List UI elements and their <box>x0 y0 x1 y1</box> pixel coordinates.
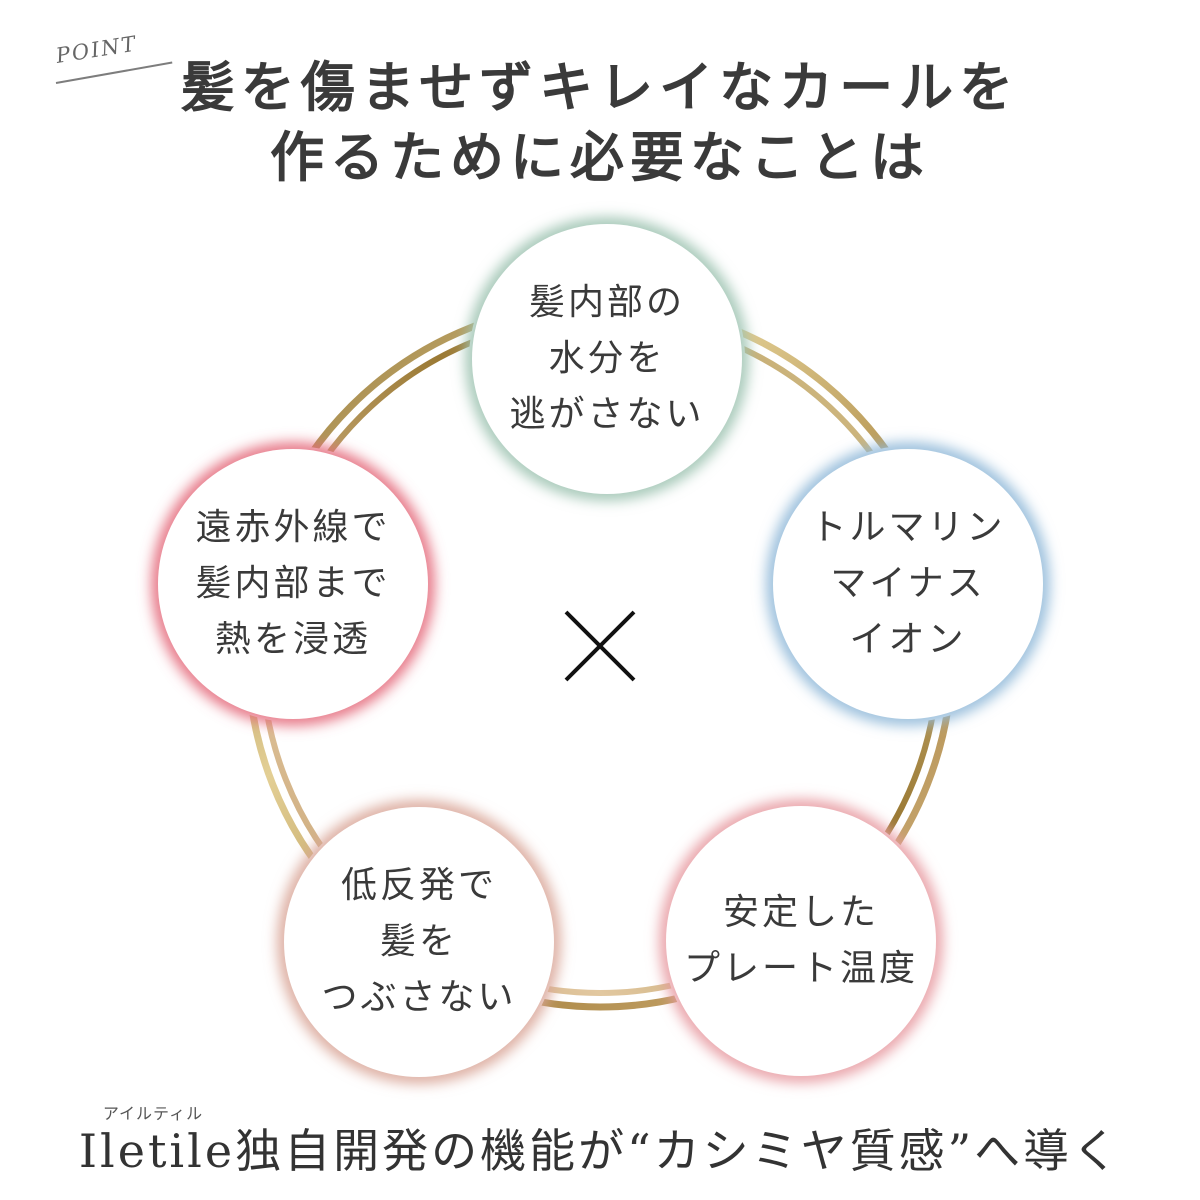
feature-circle-low-rebound: 低反発で 髪を つぶさない <box>284 807 554 1077</box>
multiply-icon <box>564 610 636 682</box>
feature-line: つぶさない <box>321 977 517 1018</box>
brand-text: Iletile <box>78 1124 236 1178</box>
feature-line: 低反発で <box>340 865 497 906</box>
footer-text: 独自開発の機能が“カシミヤ質感”へ導く <box>235 1124 1122 1178</box>
feature-text: 低反発で 髪を つぶさない <box>321 858 516 1026</box>
feature-line: プレート温度 <box>683 948 918 989</box>
headline: 髪を傷ませずキレイなカールを 作るために必要なことは <box>0 52 1200 192</box>
feature-line: 逃がさない <box>509 394 705 435</box>
headline-line-2: 作るために必要なことは <box>270 125 930 189</box>
feature-line: 遠赤外線で <box>195 507 391 548</box>
feature-line: 髪内部の <box>528 282 685 323</box>
feature-circle-moisture: 髪内部の 水分を 逃がさない <box>472 224 742 494</box>
feature-line: 安定した <box>722 892 879 933</box>
feature-line: トルマリン <box>810 507 1006 548</box>
headline-line-1: 髪を傷ませずキレイなカールを <box>180 55 1020 119</box>
feature-text: 安定した プレート温度 <box>684 885 918 997</box>
feature-circle-tourmaline: トルマリン マイナス イオン <box>773 449 1043 719</box>
feature-text: トルマリン マイナス イオン <box>810 500 1005 668</box>
feature-line: 熱を浸透 <box>214 619 371 660</box>
feature-line: 髪内部まで <box>195 563 391 604</box>
feature-line: マイナス <box>830 563 986 604</box>
feature-line: 水分を <box>548 338 666 379</box>
feature-circle-far-infrared: 遠赤外線で 髪内部まで 熱を浸透 <box>158 449 428 719</box>
brand-name: アイルティル Iletile <box>78 1104 236 1178</box>
feature-line: 髪を <box>379 921 458 962</box>
feature-line: イオン <box>849 619 967 660</box>
feature-text: 髪内部の 水分を 逃がさない <box>509 275 704 443</box>
footer-tagline: アイルティル Iletile 独自開発の機能が“カシミヤ質感”へ導く <box>0 1104 1200 1181</box>
brand-ruby: アイルティル <box>102 1104 204 1123</box>
feature-circle-plate-temperature: 安定した プレート温度 <box>666 806 936 1076</box>
feature-text: 遠赤外線で 髪内部まで 熱を浸透 <box>195 500 390 668</box>
